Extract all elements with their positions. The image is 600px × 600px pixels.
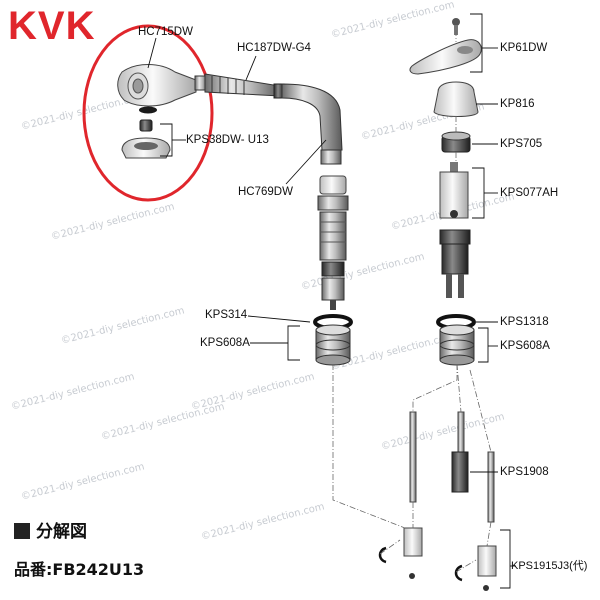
label-hc769dw: HC769DW bbox=[238, 186, 293, 198]
kvk-logo: KVK bbox=[8, 4, 96, 48]
label-kps608a-left: KPS608A bbox=[200, 337, 250, 349]
square-icon bbox=[14, 523, 30, 539]
label-kps38dw-u13: KPS38DW- U13 bbox=[186, 134, 269, 146]
label-hc715dw: HC715DW bbox=[138, 26, 193, 38]
hose-part bbox=[194, 73, 285, 99]
model-number: 品番:FB242U13 bbox=[14, 560, 145, 579]
spout-part bbox=[281, 83, 343, 165]
label-kps1915j3: KPS1915J3(代) bbox=[511, 560, 588, 572]
label-kps705: KPS705 bbox=[500, 138, 543, 150]
label-kp61dw: KP61DW bbox=[500, 42, 548, 54]
label-hc187dw-g4: HC187DW-G4 bbox=[237, 42, 311, 54]
left-cartridge-stack bbox=[313, 175, 353, 366]
label-kps608a-right: KPS608A bbox=[500, 340, 550, 352]
label-kp816: KP816 bbox=[500, 98, 535, 110]
right-cartridge-stack bbox=[378, 18, 497, 591]
section-title-text: 分解図 bbox=[36, 522, 87, 542]
label-kps314: KPS314 bbox=[205, 309, 248, 321]
section-title: 分解図 bbox=[14, 522, 87, 542]
label-kps1908: KPS1908 bbox=[500, 466, 549, 478]
label-kps1318: KPS1318 bbox=[500, 316, 549, 328]
assembly-guide-lines bbox=[332, 30, 492, 573]
leader-lines bbox=[147, 13, 516, 589]
label-kps077ah: KPS077AH bbox=[500, 187, 559, 199]
highlight-circle bbox=[82, 24, 214, 202]
shower-head-part bbox=[117, 64, 197, 159]
